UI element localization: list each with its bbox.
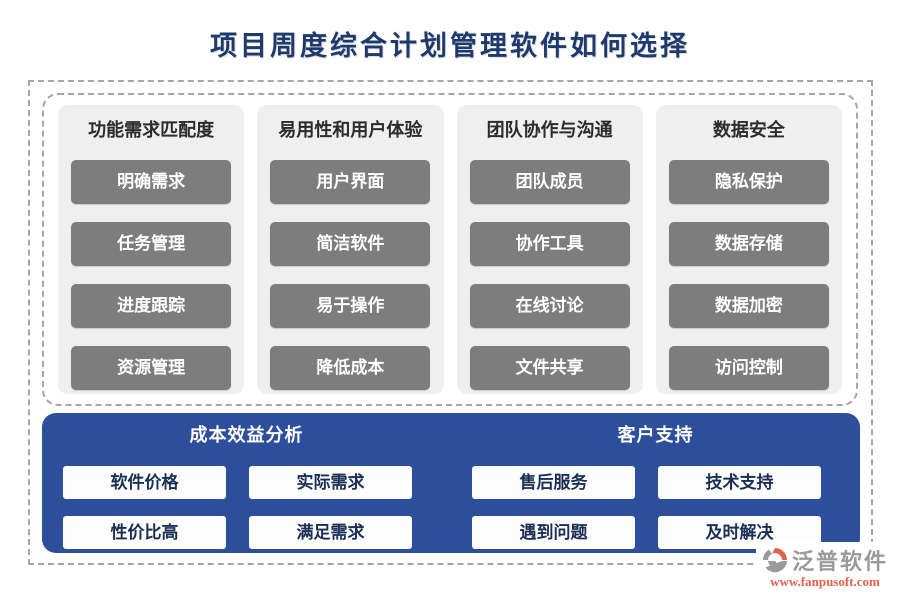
- criteria-chip[interactable]: 数据存储: [668, 222, 829, 266]
- criteria-dashed-frame: 功能需求匹配度 明确需求 任务管理 进度跟踪 资源管理 易用性和用户体验 用户界…: [42, 93, 858, 406]
- criteria-chip[interactable]: 文件共享: [469, 346, 630, 390]
- column-header: 数据安全: [712, 120, 785, 140]
- fanpu-logo-icon: [762, 547, 788, 573]
- criteria-chip[interactable]: 易于操作: [270, 284, 431, 328]
- column-header: 易用性和用户体验: [278, 120, 423, 140]
- column-collaboration: 团队协作与沟通 团队成员 协作工具 在线讨论 文件共享: [456, 105, 643, 394]
- group-grid: 软件价格 实际需求 性价比高 满足需求: [42, 466, 451, 549]
- criteria-chip[interactable]: 任务管理: [71, 222, 232, 266]
- criteria-chip[interactable]: 协作工具: [469, 222, 630, 266]
- criteria-chip[interactable]: 团队成员: [469, 160, 630, 204]
- group-chip[interactable]: 售后服务: [472, 466, 635, 499]
- criteria-chip[interactable]: 降低成本: [270, 346, 431, 390]
- group-header: 客户支持: [617, 425, 694, 445]
- group-chip[interactable]: 软件价格: [63, 466, 226, 499]
- criteria-chip[interactable]: 隐私保护: [668, 160, 829, 204]
- group-chip[interactable]: 满足需求: [249, 516, 412, 549]
- group-chip[interactable]: 实际需求: [249, 466, 412, 499]
- group-grid: 售后服务 技术支持 遇到问题 及时解决: [451, 466, 860, 549]
- criteria-chip[interactable]: 数据加密: [668, 284, 829, 328]
- criteria-chip[interactable]: 访问控制: [668, 346, 829, 390]
- column-header: 团队协作与沟通: [486, 120, 613, 140]
- group-header: 成本效益分析: [189, 425, 304, 445]
- criteria-chip[interactable]: 资源管理: [71, 346, 232, 390]
- brand-watermark: 泛普软件 www.fanpusoft.com: [755, 542, 892, 592]
- group-chip[interactable]: 技术支持: [658, 466, 821, 499]
- criteria-chip[interactable]: 简洁软件: [270, 222, 431, 266]
- column-data-security: 数据安全 隐私保护 数据存储 数据加密 访问控制: [655, 105, 842, 394]
- group-cost-benefit: 成本效益分析 软件价格 实际需求 性价比高 满足需求: [42, 413, 451, 553]
- outer-dashed-frame: [28, 80, 873, 565]
- group-chip[interactable]: 性价比高: [63, 516, 226, 549]
- criteria-chip[interactable]: 明确需求: [71, 160, 232, 204]
- brand-website-link[interactable]: www.fanpusoft.com: [770, 574, 880, 589]
- criteria-chip[interactable]: 进度跟踪: [71, 284, 232, 328]
- page-title: 项目周度综合计划管理软件如何选择: [210, 31, 690, 61]
- criteria-chip[interactable]: 在线讨论: [469, 284, 630, 328]
- bottom-blue-panel: 成本效益分析 软件价格 实际需求 性价比高 满足需求 客户支持 售后服务 技术支…: [42, 413, 860, 553]
- column-functional-match: 功能需求匹配度 明确需求 任务管理 进度跟踪 资源管理: [58, 105, 245, 394]
- criteria-chip[interactable]: 用户界面: [270, 160, 431, 204]
- column-header: 功能需求匹配度: [88, 120, 215, 140]
- column-usability: 易用性和用户体验 用户界面 简洁软件 易于操作 降低成本: [257, 105, 444, 394]
- brand-name: 泛普软件: [791, 549, 888, 574]
- group-customer-support: 客户支持 售后服务 技术支持 遇到问题 及时解决: [451, 413, 860, 553]
- group-chip[interactable]: 遇到问题: [472, 516, 635, 549]
